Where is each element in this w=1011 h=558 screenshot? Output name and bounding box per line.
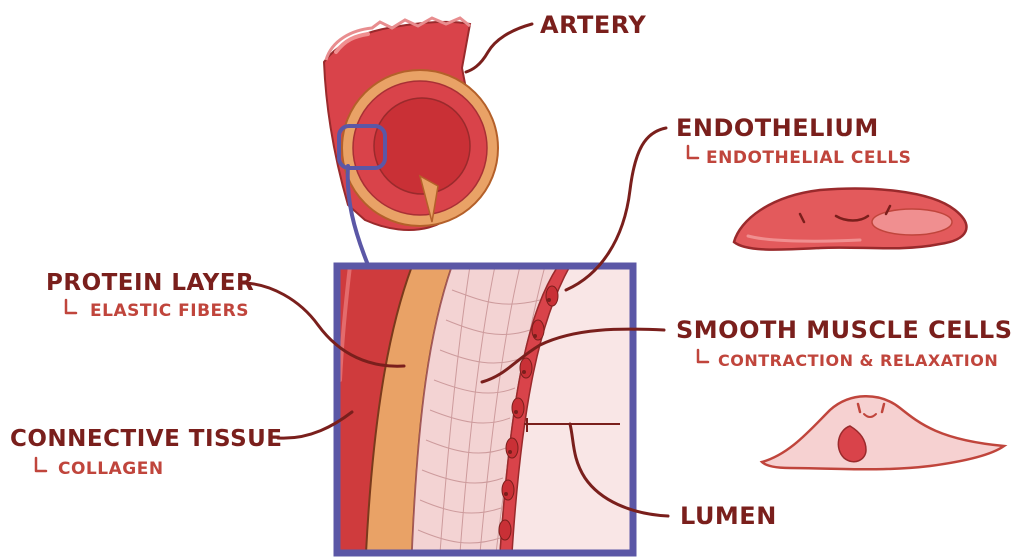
zoomed-wall-section (337, 266, 633, 553)
artery-label: ARTERY (540, 11, 646, 39)
contraction-relaxation-label: CONTRACTION & RELAXATION (718, 351, 998, 370)
smooth-muscle-cell-illustration (762, 396, 1004, 469)
endothelial-cells-label: ENDOTHELIAL CELLS (706, 148, 911, 168)
endothelial-cell-illustration (734, 189, 966, 250)
contraction-relaxation-hook (698, 350, 708, 362)
endothelium-label: ENDOTHELIUM (676, 114, 879, 142)
elastic-fibers-hook (66, 300, 76, 313)
elastic-fibers-label: ELASTIC FIBERS (90, 301, 249, 321)
endothelial-cells-hook (688, 146, 698, 158)
artery-leader (466, 24, 532, 72)
collagen-hook (36, 458, 46, 471)
lumen-label: LUMEN (680, 502, 777, 530)
protein-layer-label: PROTEIN LAYER (46, 270, 254, 296)
connective-tissue-label: CONNECTIVE TISSUE (10, 426, 283, 452)
collagen-label: COLLAGEN (58, 459, 164, 479)
smooth-muscle-cells-label: SMOOTH MUSCLE CELLS (676, 316, 1011, 344)
